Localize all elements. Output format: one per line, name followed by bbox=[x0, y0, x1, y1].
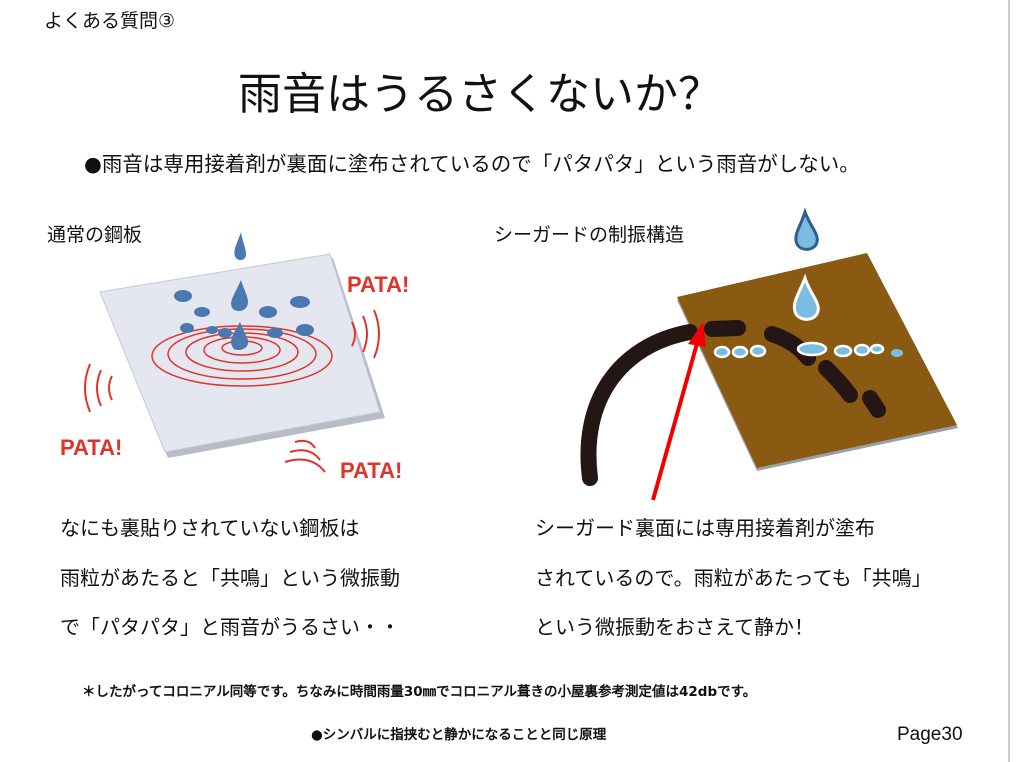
water-drop-icons bbox=[174, 232, 314, 350]
text-line: 雨粒があたると「共鳴」という微振動 bbox=[60, 565, 400, 590]
text-line: で「パタパタ」と雨音がうるさい・・ bbox=[60, 615, 400, 639]
pata-sound-label: PATA! bbox=[340, 458, 402, 483]
pata-sound-label: PATA! bbox=[347, 272, 409, 297]
right-heading: シーガードの制振構造 bbox=[494, 224, 685, 246]
pata-sound-label: PATA! bbox=[60, 435, 122, 460]
text-line: という微振動をおさえて静か！ bbox=[535, 615, 814, 639]
normal-steel-plate-illustration: PATA! PATA! PATA! bbox=[60, 232, 409, 483]
left-description: なにも裏貼りされていない鋼板は 雨粒があたると「共鳴」という微振動 で「パタパタ… bbox=[60, 504, 400, 653]
left-heading: 通常の鋼板 bbox=[47, 224, 143, 246]
page-number: Page30 bbox=[897, 724, 963, 745]
text-line: シーガード裏面には専用接着剤が塗布 bbox=[535, 516, 875, 540]
bottom-note: ●シンバルに指挟むと静かになることと同じ原理 bbox=[311, 727, 607, 743]
text-line: なにも裏貼りされていない鋼板は bbox=[60, 516, 360, 540]
faq-label: よくある質問③ bbox=[44, 10, 176, 32]
red-arrow-icon bbox=[651, 322, 706, 501]
text-line: されているので。雨粒があたっても「共鳴」 bbox=[535, 565, 932, 590]
slide-border bbox=[1008, 0, 1010, 762]
footnote: ＊したがってコロニアル同等です。ちなみに時間雨量30㎜でコロニアル葺きの小屋裏参… bbox=[82, 684, 757, 700]
page-title: 雨音はうるさくないか？ bbox=[238, 69, 722, 120]
right-description: シーガード裏面には専用接着剤が塗布 されているので。雨粒があたっても「共鳴」 と… bbox=[535, 504, 932, 653]
lead-text: ●雨音は専用接着剤が裏面に塗布されているので「パタパタ」という雨音がしない。 bbox=[84, 152, 860, 176]
seaguard-structure-illustration bbox=[580, 207, 958, 501]
